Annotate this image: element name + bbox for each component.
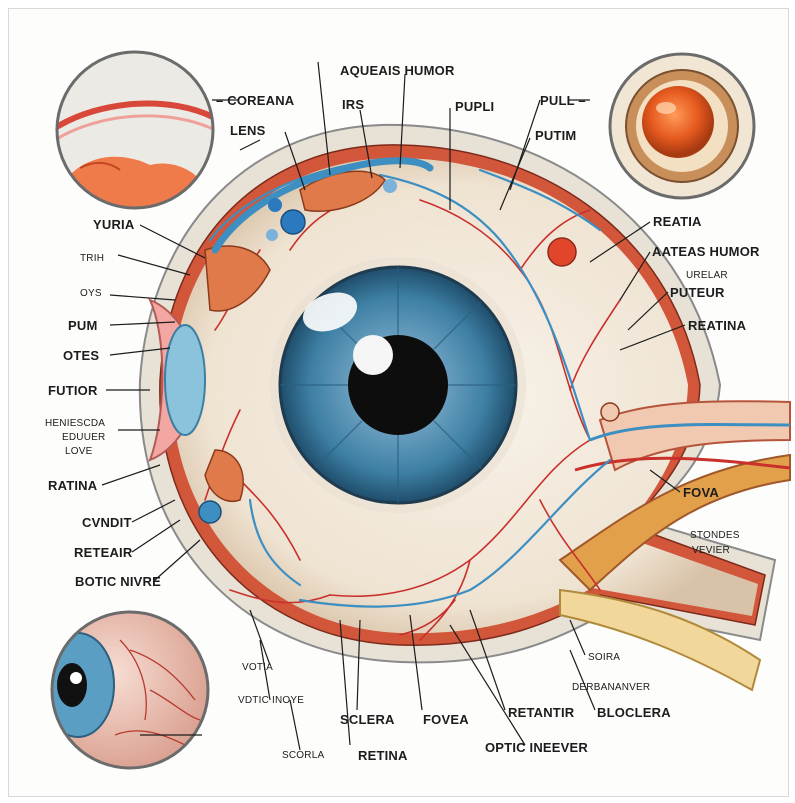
label-pupli: PUPLI <box>455 99 494 114</box>
inset-top-left <box>55 50 215 215</box>
label-botic-nivre: BOTIC NIVRE <box>75 574 161 589</box>
label-henesscda: HENIESCDA <box>45 418 105 429</box>
label-cvndit: CVNDIT <box>82 515 132 530</box>
label-pull: PULL – <box>540 93 586 108</box>
inset-top-right <box>610 54 754 198</box>
label-sclera: SCLERA <box>340 712 395 727</box>
label-putim: PUTIM <box>535 128 576 143</box>
label-optic-ineever: OPTIC INEEVER <box>485 740 588 755</box>
central-iris <box>270 257 526 513</box>
label-soira: SOIRA <box>588 652 620 663</box>
label-retina-bottom: RETINA <box>358 748 408 763</box>
label-coreana: – COREANA <box>216 93 294 108</box>
label-vevier: VEVIER <box>692 545 730 556</box>
label-aateas-humor: AATEAS HUMOR <box>652 244 760 259</box>
label-lens: LENS <box>230 123 265 138</box>
label-scorla: SCORLA <box>282 750 324 761</box>
label-love: LOVE <box>65 446 92 457</box>
label-ratina-left: RATINA <box>48 478 97 493</box>
label-puteur: PUTEUR <box>670 285 725 300</box>
label-retantir: RETANTIR <box>508 705 574 720</box>
label-votia: VOTIA <box>242 662 273 673</box>
label-blocelra: BLOCLERA <box>597 705 671 720</box>
label-eduuer: EDUUER <box>62 432 105 443</box>
label-trih: TRIH <box>80 253 104 264</box>
label-reatia: REATIA <box>653 214 702 229</box>
label-derbananver: DERBANANVER <box>572 682 650 693</box>
label-reatina-right: REATINA <box>688 318 746 333</box>
label-irs: IRS <box>342 97 364 112</box>
label-oys: OYS <box>80 288 102 299</box>
label-vdtic-inoye: VDTIC INOYE <box>238 695 304 706</box>
label-otes: OTES <box>63 348 99 363</box>
label-fovea: FOVEA <box>423 712 469 727</box>
label-urelar: URELAR <box>686 270 728 281</box>
label-yuria: YURIA <box>93 217 134 232</box>
label-retear: RETEAIR <box>74 545 132 560</box>
label-pum: PUM <box>68 318 98 333</box>
label-aqueais-humor: AQUEAIS HUMOR <box>340 63 455 78</box>
label-fova: FOVA <box>683 485 719 500</box>
label-stondes: STONDES <box>690 530 740 541</box>
label-futior: FUTIOR <box>48 383 98 398</box>
inset-bottom-left <box>42 610 210 770</box>
